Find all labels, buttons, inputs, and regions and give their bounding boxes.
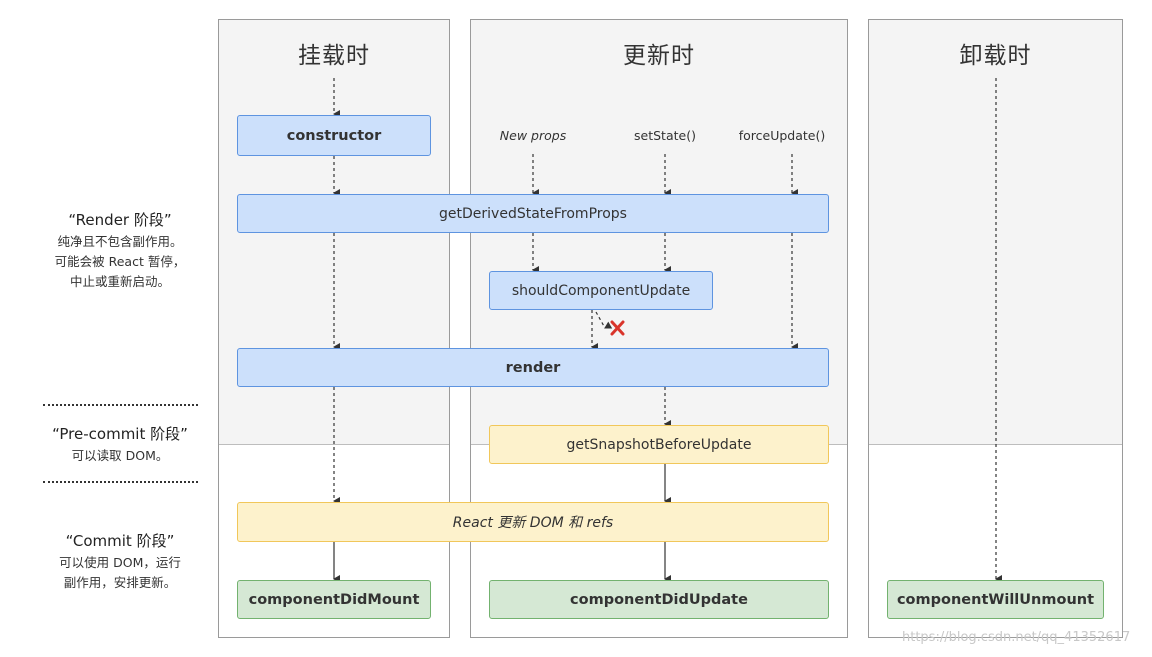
trigger-force-update: forceUpdate(): [738, 128, 826, 143]
trigger-new-props: New props: [499, 128, 567, 143]
should-component-update-box[interactable]: shouldComponentUpdate: [489, 271, 713, 310]
render-phase-label: “Render 阶段” 纯净且不包含副作用。 可能会被 React 暂停， 中止…: [20, 209, 220, 292]
render-phase-desc-line: 中止或重新启动。: [69, 274, 170, 289]
unmounting-title: 卸载时: [959, 43, 1032, 69]
mounting-title: 挂载时: [298, 43, 370, 69]
component-did-update-box[interactable]: componentDidUpdate: [489, 580, 829, 619]
render-phase-desc-line: 纯净且不包含副作用。: [57, 234, 183, 249]
render-phase-divider: [219, 444, 449, 445]
render-phase-title: “Render 阶段”: [68, 211, 172, 229]
render-phase-desc-line: 可能会被 React 暂停，: [54, 254, 186, 269]
render-phase-divider: [869, 444, 1122, 445]
render-box[interactable]: render: [237, 348, 829, 387]
mounting-column: [218, 19, 450, 638]
trigger-set-state: setState(): [634, 128, 696, 143]
precommit-phase-title: “Pre-commit 阶段”: [52, 425, 188, 443]
component-will-unmount-box[interactable]: componentWillUnmount: [887, 580, 1104, 619]
precommit-phase-desc-line: 可以读取 DOM。: [71, 448, 169, 463]
phase-divider-dotted: [43, 481, 198, 483]
get-snapshot-before-update-box[interactable]: getSnapshotBeforeUpdate: [489, 425, 829, 464]
get-derived-state-from-props-box[interactable]: getDerivedStateFromProps: [237, 194, 829, 233]
unmounting-column: [868, 19, 1123, 638]
precommit-phase-label: “Pre-commit 阶段” 可以读取 DOM。: [20, 423, 220, 466]
updating-title: 更新时: [623, 43, 695, 69]
react-updates-dom-box[interactable]: React 更新 DOM 和 refs: [237, 502, 829, 542]
commit-phase-label: “Commit 阶段” 可以使用 DOM，运行 副作用，安排更新。: [20, 530, 220, 593]
component-did-mount-box[interactable]: componentDidMount: [237, 580, 431, 619]
commit-phase-desc-line: 可以使用 DOM，运行: [59, 555, 181, 570]
phase-divider-dotted: [43, 404, 198, 406]
watermark: https://blog.csdn.net/qq_41352617: [902, 630, 1131, 645]
constructor-box[interactable]: constructor: [237, 115, 431, 156]
commit-phase-desc-line: 副作用，安排更新。: [63, 575, 177, 590]
commit-phase-title: “Commit 阶段”: [65, 532, 175, 550]
updating-column: [470, 19, 848, 638]
